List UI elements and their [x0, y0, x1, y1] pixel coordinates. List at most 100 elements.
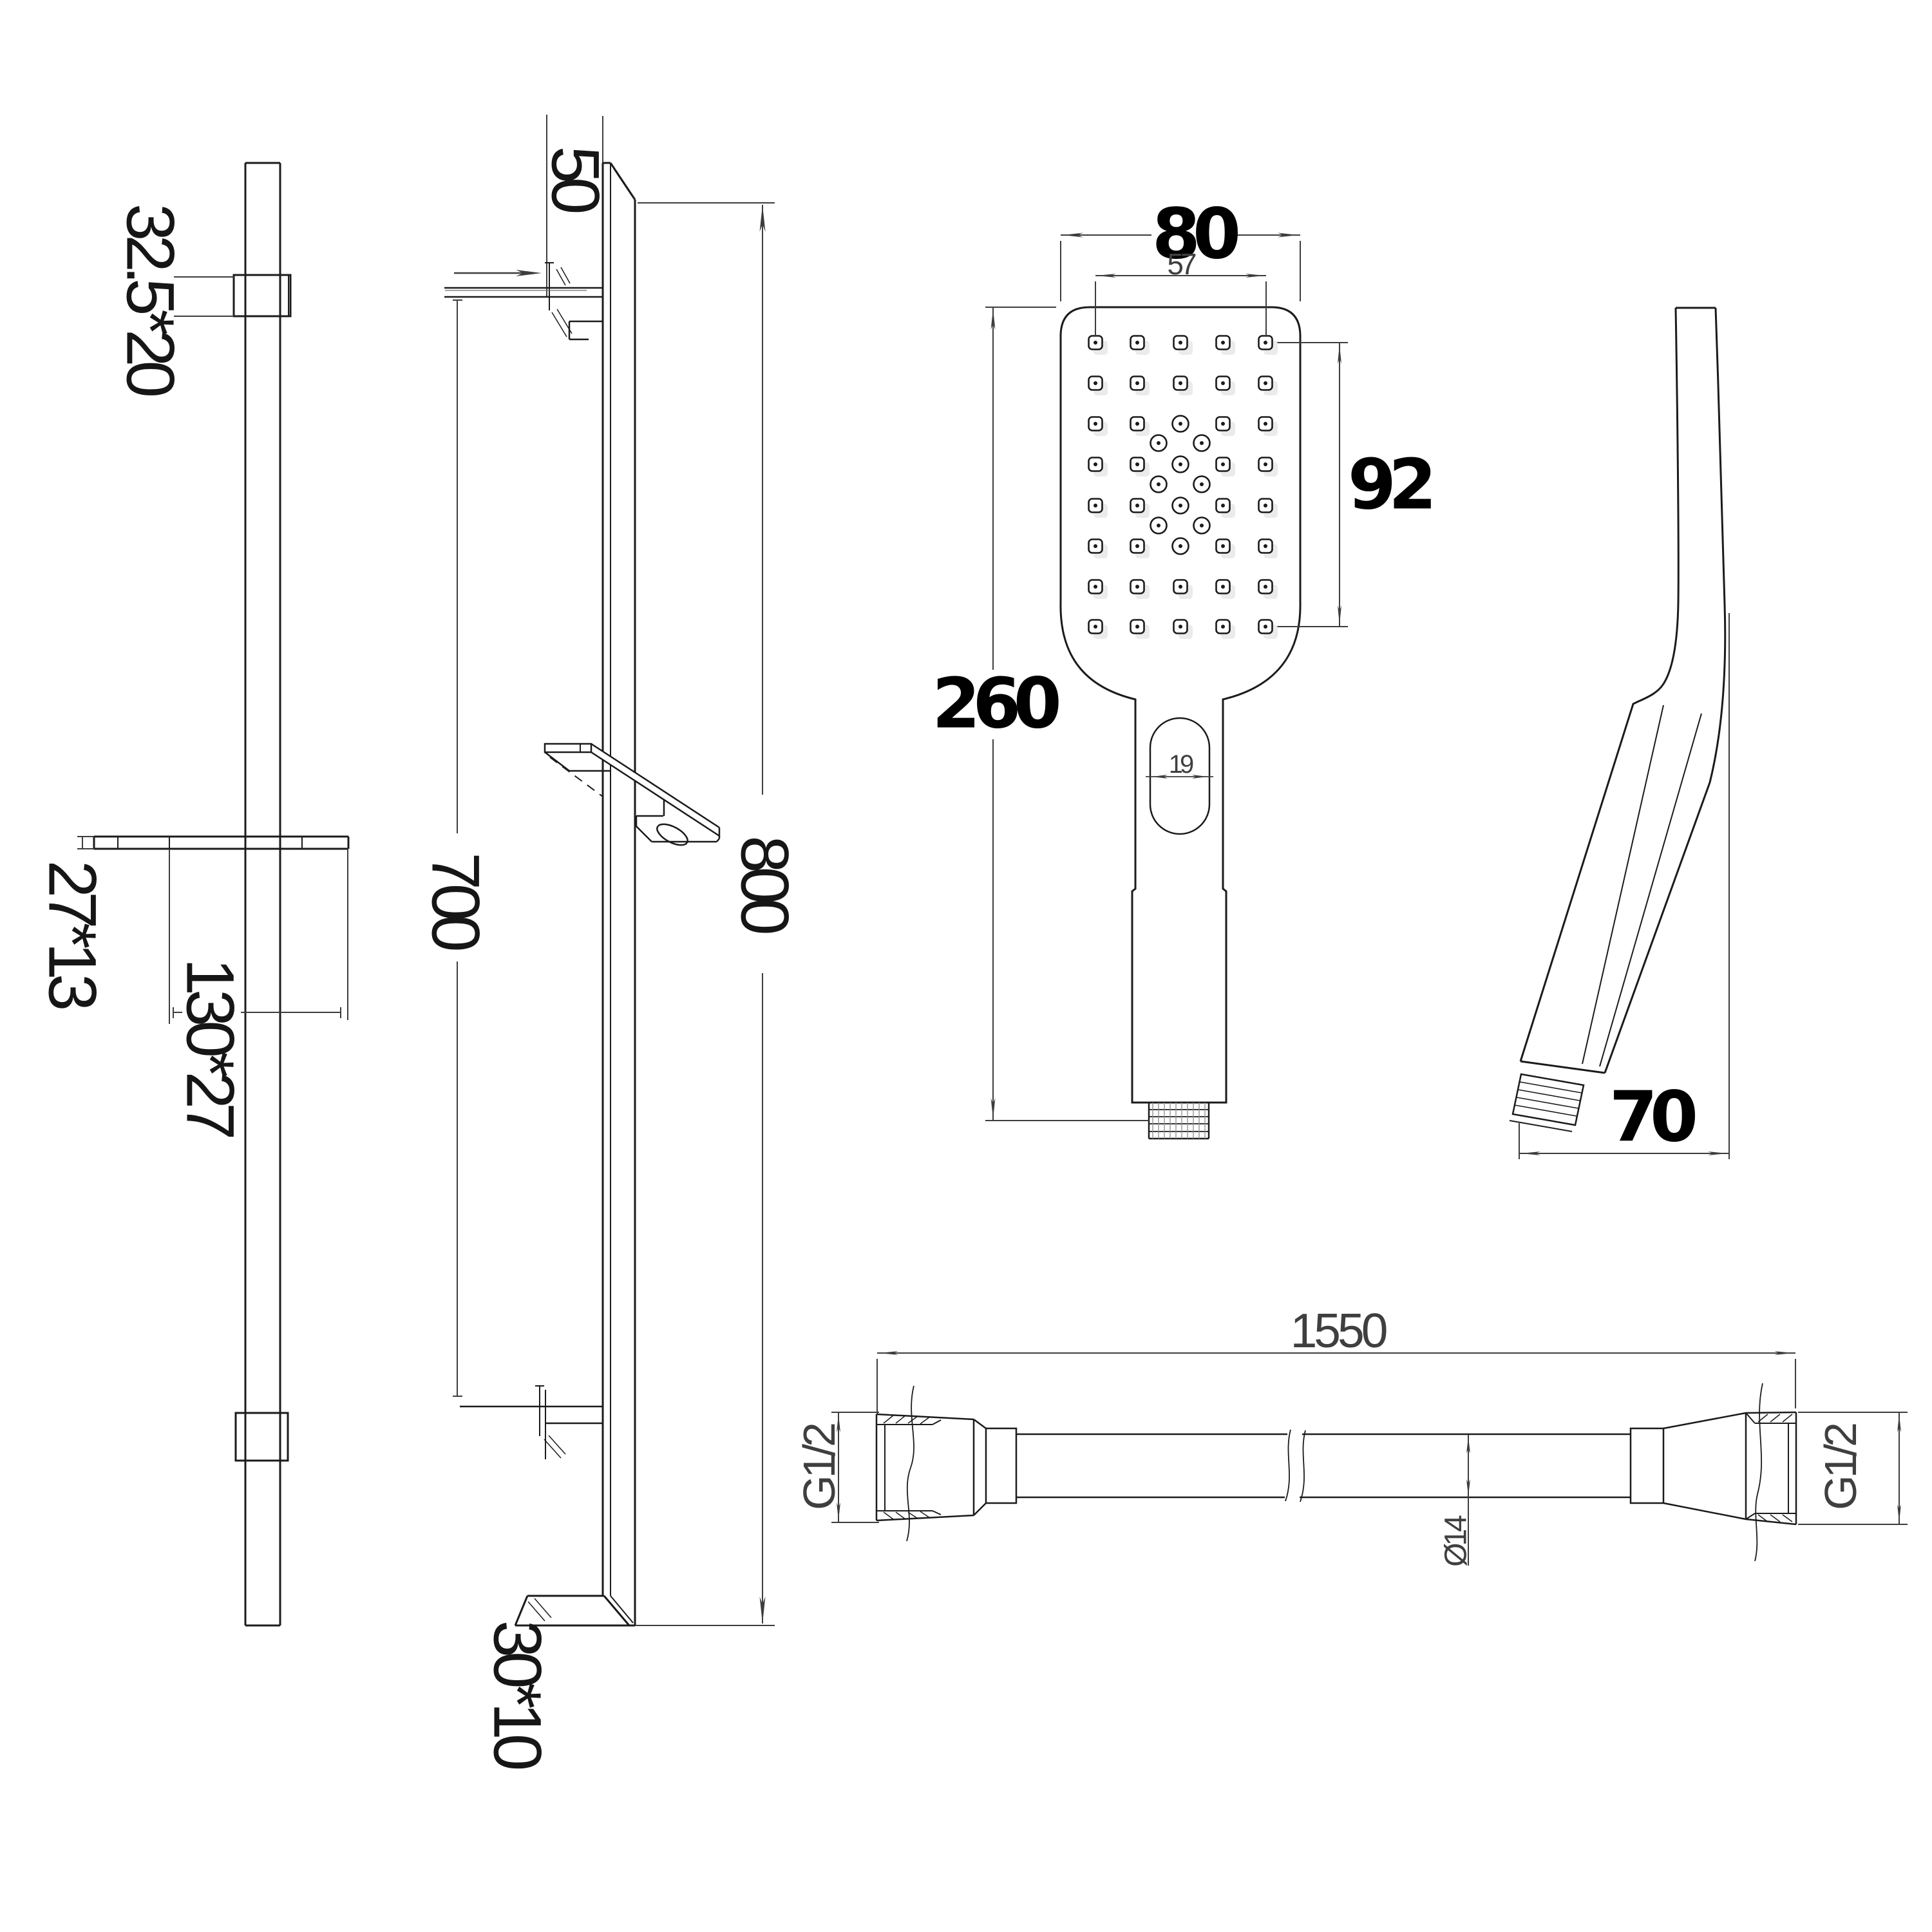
- arrow-57-right: [1245, 274, 1265, 278]
- nozzle-dot: [1264, 585, 1267, 589]
- side-thread-2: [1517, 1089, 1580, 1101]
- nozzle-dot: [1135, 422, 1139, 426]
- nozzle-dot: [1094, 381, 1097, 385]
- bottom-bracket: [234, 1412, 289, 1462]
- nut-left-cham-top-d: [932, 1419, 942, 1425]
- arrow-19-left: [1152, 775, 1168, 779]
- shelf-bar: [544, 743, 592, 753]
- bottom-hatch-2: [548, 1435, 566, 1455]
- side-bottom-cap: [1520, 1060, 1605, 1074]
- shelf-left-slant: [544, 752, 570, 772]
- shelf-band-top: [591, 743, 720, 829]
- nozzle-dot: [1221, 381, 1225, 385]
- nut-right-cham-top-d: [1745, 1412, 1756, 1424]
- nozzle-grid: [1088, 335, 1278, 639]
- nozzle-dot: [1094, 504, 1097, 507]
- nrh5: [1770, 1514, 1781, 1522]
- side-right-outline: [1604, 307, 1727, 1074]
- foot-bend-2: [610, 1595, 634, 1624]
- nozzle-dot: [1179, 462, 1182, 466]
- foot-hatch-1: [527, 1601, 545, 1622]
- nozzle-dot: [1179, 504, 1182, 507]
- label-dim-1550: 1550: [1291, 1303, 1387, 1358]
- side-thread-1: [1519, 1081, 1582, 1094]
- label-dim-700: 700: [418, 852, 493, 950]
- label-dim-260: 260: [932, 664, 1058, 744]
- arrow-92-bottom: [1338, 605, 1341, 625]
- nozzle-dot: [1200, 524, 1204, 527]
- nozzle-dot: [1179, 585, 1182, 589]
- label-dim-80: 80: [1152, 194, 1238, 275]
- arrow-d14-bottom: [1466, 1479, 1470, 1496]
- nrh2: [1770, 1414, 1781, 1423]
- arrow-19-right: [1192, 775, 1208, 779]
- label-dim-92: 92: [1348, 445, 1431, 526]
- arrow-1550-right: [1774, 1351, 1794, 1355]
- nozzle-dot: [1200, 441, 1204, 445]
- bottom-hatch-1: [544, 1439, 562, 1459]
- cone-left-bottom: [973, 1502, 987, 1516]
- nozzle-dot: [1264, 422, 1267, 426]
- nlh1: [883, 1415, 894, 1424]
- bracket-chamfer-1: [556, 269, 566, 286]
- hose-break-right: [1754, 1383, 1763, 1562]
- arrow-260-bottom: [990, 1098, 996, 1119]
- nozzle-dot: [1135, 625, 1139, 629]
- nozzle-dot: [1221, 625, 1225, 629]
- nozzle-dot: [1179, 341, 1182, 345]
- arrow-57-left: [1097, 274, 1116, 278]
- foot-bend-1: [603, 1595, 630, 1626]
- nozzle-dot: [1221, 504, 1225, 507]
- foot-left-cap: [514, 1595, 529, 1626]
- holder-left-slant: [636, 826, 652, 842]
- nlh7: [907, 1511, 918, 1519]
- arrow-g12r-top: [1897, 1414, 1901, 1432]
- arrow-800-bottom: [759, 1596, 766, 1624]
- side-thread-4: [1514, 1104, 1577, 1117]
- nozzle-dot: [1264, 341, 1267, 345]
- handle-oval: [1149, 717, 1211, 835]
- nut-left-top: [876, 1413, 974, 1421]
- side-connector: [1511, 1073, 1585, 1126]
- nozzle-dot: [1179, 625, 1182, 629]
- top-bracket: [232, 274, 292, 317]
- nut-right-cham-bottom-d: [1745, 1513, 1756, 1520]
- nozzle-dot: [1094, 422, 1097, 426]
- nozzle-dot: [1179, 381, 1182, 385]
- side-seam-a: [1582, 705, 1664, 1065]
- nlh6: [895, 1511, 906, 1520]
- cone-left-top: [973, 1418, 987, 1430]
- nozzle-dot: [1135, 585, 1139, 589]
- collar-left: [985, 1427, 1018, 1504]
- shelf-band-bottom: [591, 751, 720, 837]
- arrow-800-top: [759, 205, 766, 232]
- nlh3: [907, 1416, 918, 1424]
- side-seam-b: [1599, 713, 1702, 1067]
- hose-break-mid-2: [1300, 1430, 1306, 1502]
- arrow-92-top: [1338, 345, 1341, 364]
- arrow-80-right: [1278, 232, 1298, 238]
- arrow-g12l-top: [837, 1414, 840, 1432]
- nozzle-dot: [1179, 422, 1182, 426]
- rail-bevel: [609, 162, 636, 200]
- label-thread-right: G1/2: [1815, 1424, 1866, 1510]
- nozzle-dot: [1135, 462, 1139, 466]
- nozzle-dot: [1221, 462, 1225, 466]
- nozzle-dot: [1157, 482, 1160, 486]
- side-left-outline: [1519, 307, 1680, 1062]
- arrow-260-top: [990, 309, 996, 330]
- nozzle-dot: [1221, 341, 1225, 345]
- hose-break-mid-1: [1285, 1429, 1291, 1502]
- nozzle-dot: [1264, 625, 1267, 629]
- arrow-g12l-bottom: [837, 1502, 840, 1520]
- nlh2: [895, 1415, 906, 1424]
- label-dim-800: 800: [727, 835, 802, 933]
- nozzle-dot: [1221, 544, 1225, 548]
- label-dim-57: 57: [1167, 247, 1196, 281]
- nrh6: [1782, 1514, 1793, 1522]
- hose-break-left: [906, 1385, 914, 1542]
